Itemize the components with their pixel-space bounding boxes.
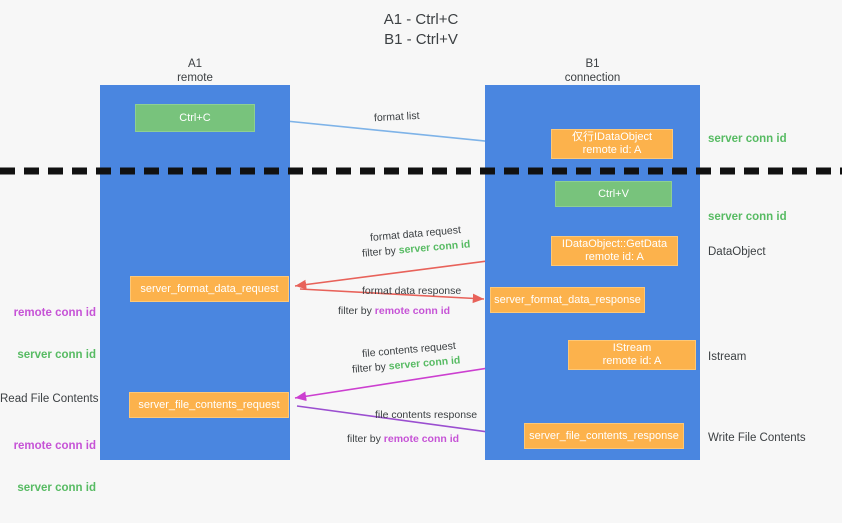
box-server-format-data-request[interactable]: server_format_data_request (130, 276, 289, 302)
dashed-divider (0, 167, 842, 175)
box-ctrl-c[interactable]: Ctrl+C (135, 104, 255, 132)
label-remote-conn-id-top: remote conn id (13, 307, 96, 319)
label-format-data-response: format data response (362, 285, 462, 297)
label-read-file-contents: Read File Contents (0, 393, 99, 405)
box-ctrl-v[interactable]: Ctrl+V (555, 181, 672, 207)
column-header-a1: A1 remote (177, 58, 213, 84)
label-file-contents-response-filter: filter by remote conn id (347, 433, 459, 446)
label-server-conn-id-mid: server conn id (708, 211, 787, 223)
box-server-format-data-response[interactable]: server_format_data_response (490, 287, 645, 313)
page-title: A1 - Ctrl+C B1 - Ctrl+V (383, 11, 459, 48)
label-format-data-response-filter: filter by remote conn id (338, 305, 450, 318)
box-server-file-contents-request[interactable]: server_file_contents_request (129, 392, 289, 418)
label-write-file-contents: Write File Contents (708, 432, 806, 444)
box-idataobject[interactable]: 仅行IDataObject remote id: A (551, 129, 673, 159)
label-istream: Istream (708, 351, 747, 363)
label-remote-conn-id-bottom: remote conn id (13, 440, 96, 452)
label-file-contents-response: file contents response (375, 409, 478, 421)
label-format-list: format list (373, 109, 420, 125)
filter-prefix: filter by (351, 360, 390, 376)
arrow-file-contents-response (296, 405, 519, 440)
filter-prefix: filter by (338, 305, 375, 317)
box-idataobject-getdata[interactable]: IDataObject::GetData remote id: A (551, 236, 678, 266)
diagram-canvas: A1 - Ctrl+C B1 - Ctrl+V A1 remote B1 con… (0, 11, 842, 494)
label-server-conn-id-top: server conn id (708, 133, 787, 145)
label-left-conn-ids-top: remote conn id server conn id (0, 278, 96, 390)
filter-key-remote-conn-id: remote conn id (374, 305, 451, 317)
label-dataobject: DataObject (708, 246, 766, 258)
arrow-format-data-response (299, 288, 485, 304)
label-left-conn-ids-bottom: remote conn id server conn id (0, 411, 96, 523)
box-istream[interactable]: IStream remote id: A (568, 340, 696, 370)
filter-key-remote-conn-id: remote conn id (383, 433, 460, 445)
column-header-b1: B1 connection (564, 58, 621, 84)
filter-prefix: filter by (347, 433, 384, 445)
box-server-file-contents-response[interactable]: server_file_contents_response (524, 423, 684, 449)
label-server-conn-id-left-bottom: server conn id (17, 482, 96, 494)
label-server-conn-id-left-top: server conn id (17, 349, 96, 361)
filter-prefix: filter by (361, 244, 400, 260)
